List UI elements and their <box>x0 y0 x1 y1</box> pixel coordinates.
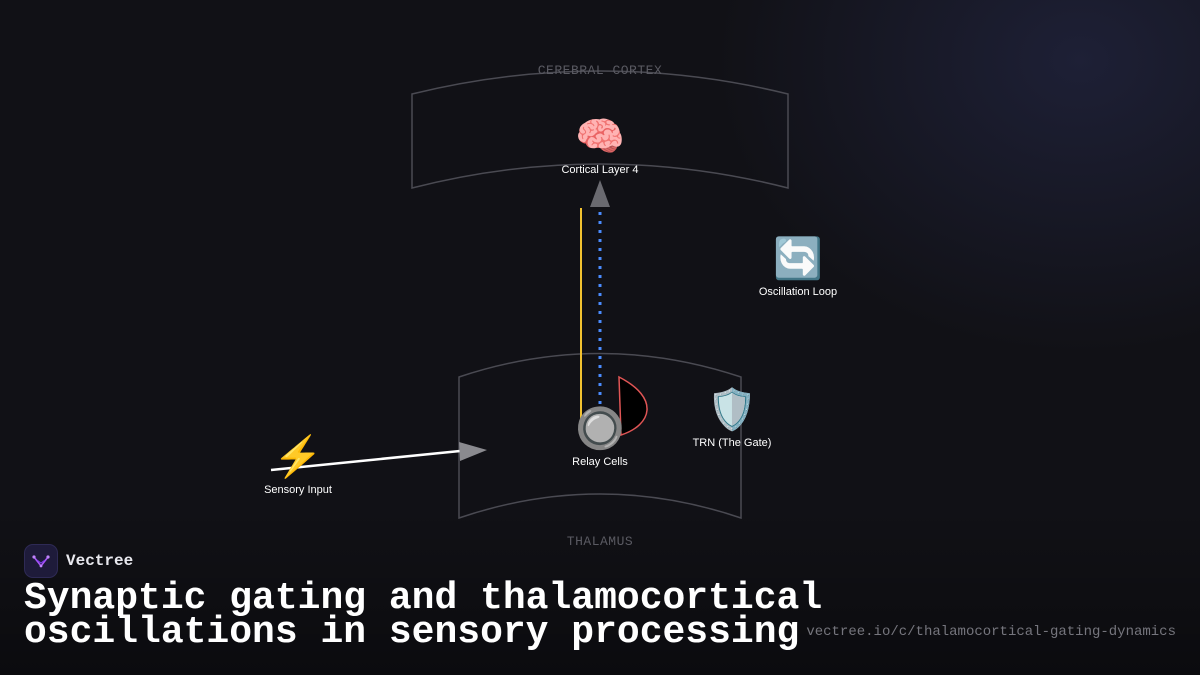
trn-node: 🛡️ TRN (The Gate) <box>693 387 772 449</box>
cortex-region-outline <box>411 70 789 189</box>
trn-label: TRN (The Gate) <box>692 437 772 449</box>
vectree-logo-icon <box>24 544 58 578</box>
relay-cells-label: Relay Cells <box>572 456 628 468</box>
page-title: Synaptic gating and thalamocortical osci… <box>24 577 823 654</box>
lightning-icon: ⚡ <box>273 435 323 479</box>
thalamus-region-label: THALAMUS <box>566 534 634 549</box>
trn-gating-loop <box>618 375 648 437</box>
brand-name: Vectree <box>66 552 134 570</box>
shield-icon: 🛡️ <box>707 388 757 432</box>
cortical-layer-label: Cortical Layer 4 <box>561 164 639 176</box>
source-url: vectree.io/c/thalamocortical-gating-dyna… <box>806 624 1176 640</box>
oscillation-loop-label: Oscillation Loop <box>758 286 838 298</box>
oscillation-loop-node: 🔄 Oscillation Loop <box>759 236 837 298</box>
sensory-input-label: Sensory Input <box>264 484 332 496</box>
sensory-input-node: ⚡ Sensory Input <box>264 434 332 496</box>
relay-cells-node: 🔘 Relay Cells <box>572 406 628 468</box>
cortex-region-label: CEREBRAL CORTEX <box>537 63 663 78</box>
brand: Vectree <box>24 544 133 578</box>
cortical-layer-node: 🧠 Cortical Layer 4 <box>561 114 638 176</box>
brain-icon: 🧠 <box>575 115 625 159</box>
sensory-input-arrowhead <box>459 442 487 461</box>
cycle-arrows-icon: 🔄 <box>773 237 823 281</box>
radio-button-icon: 🔘 <box>575 407 625 451</box>
cortex-arrowhead <box>590 180 610 207</box>
sensory-input-arrow-line <box>270 449 461 472</box>
thalamus-region-outline <box>458 352 742 520</box>
